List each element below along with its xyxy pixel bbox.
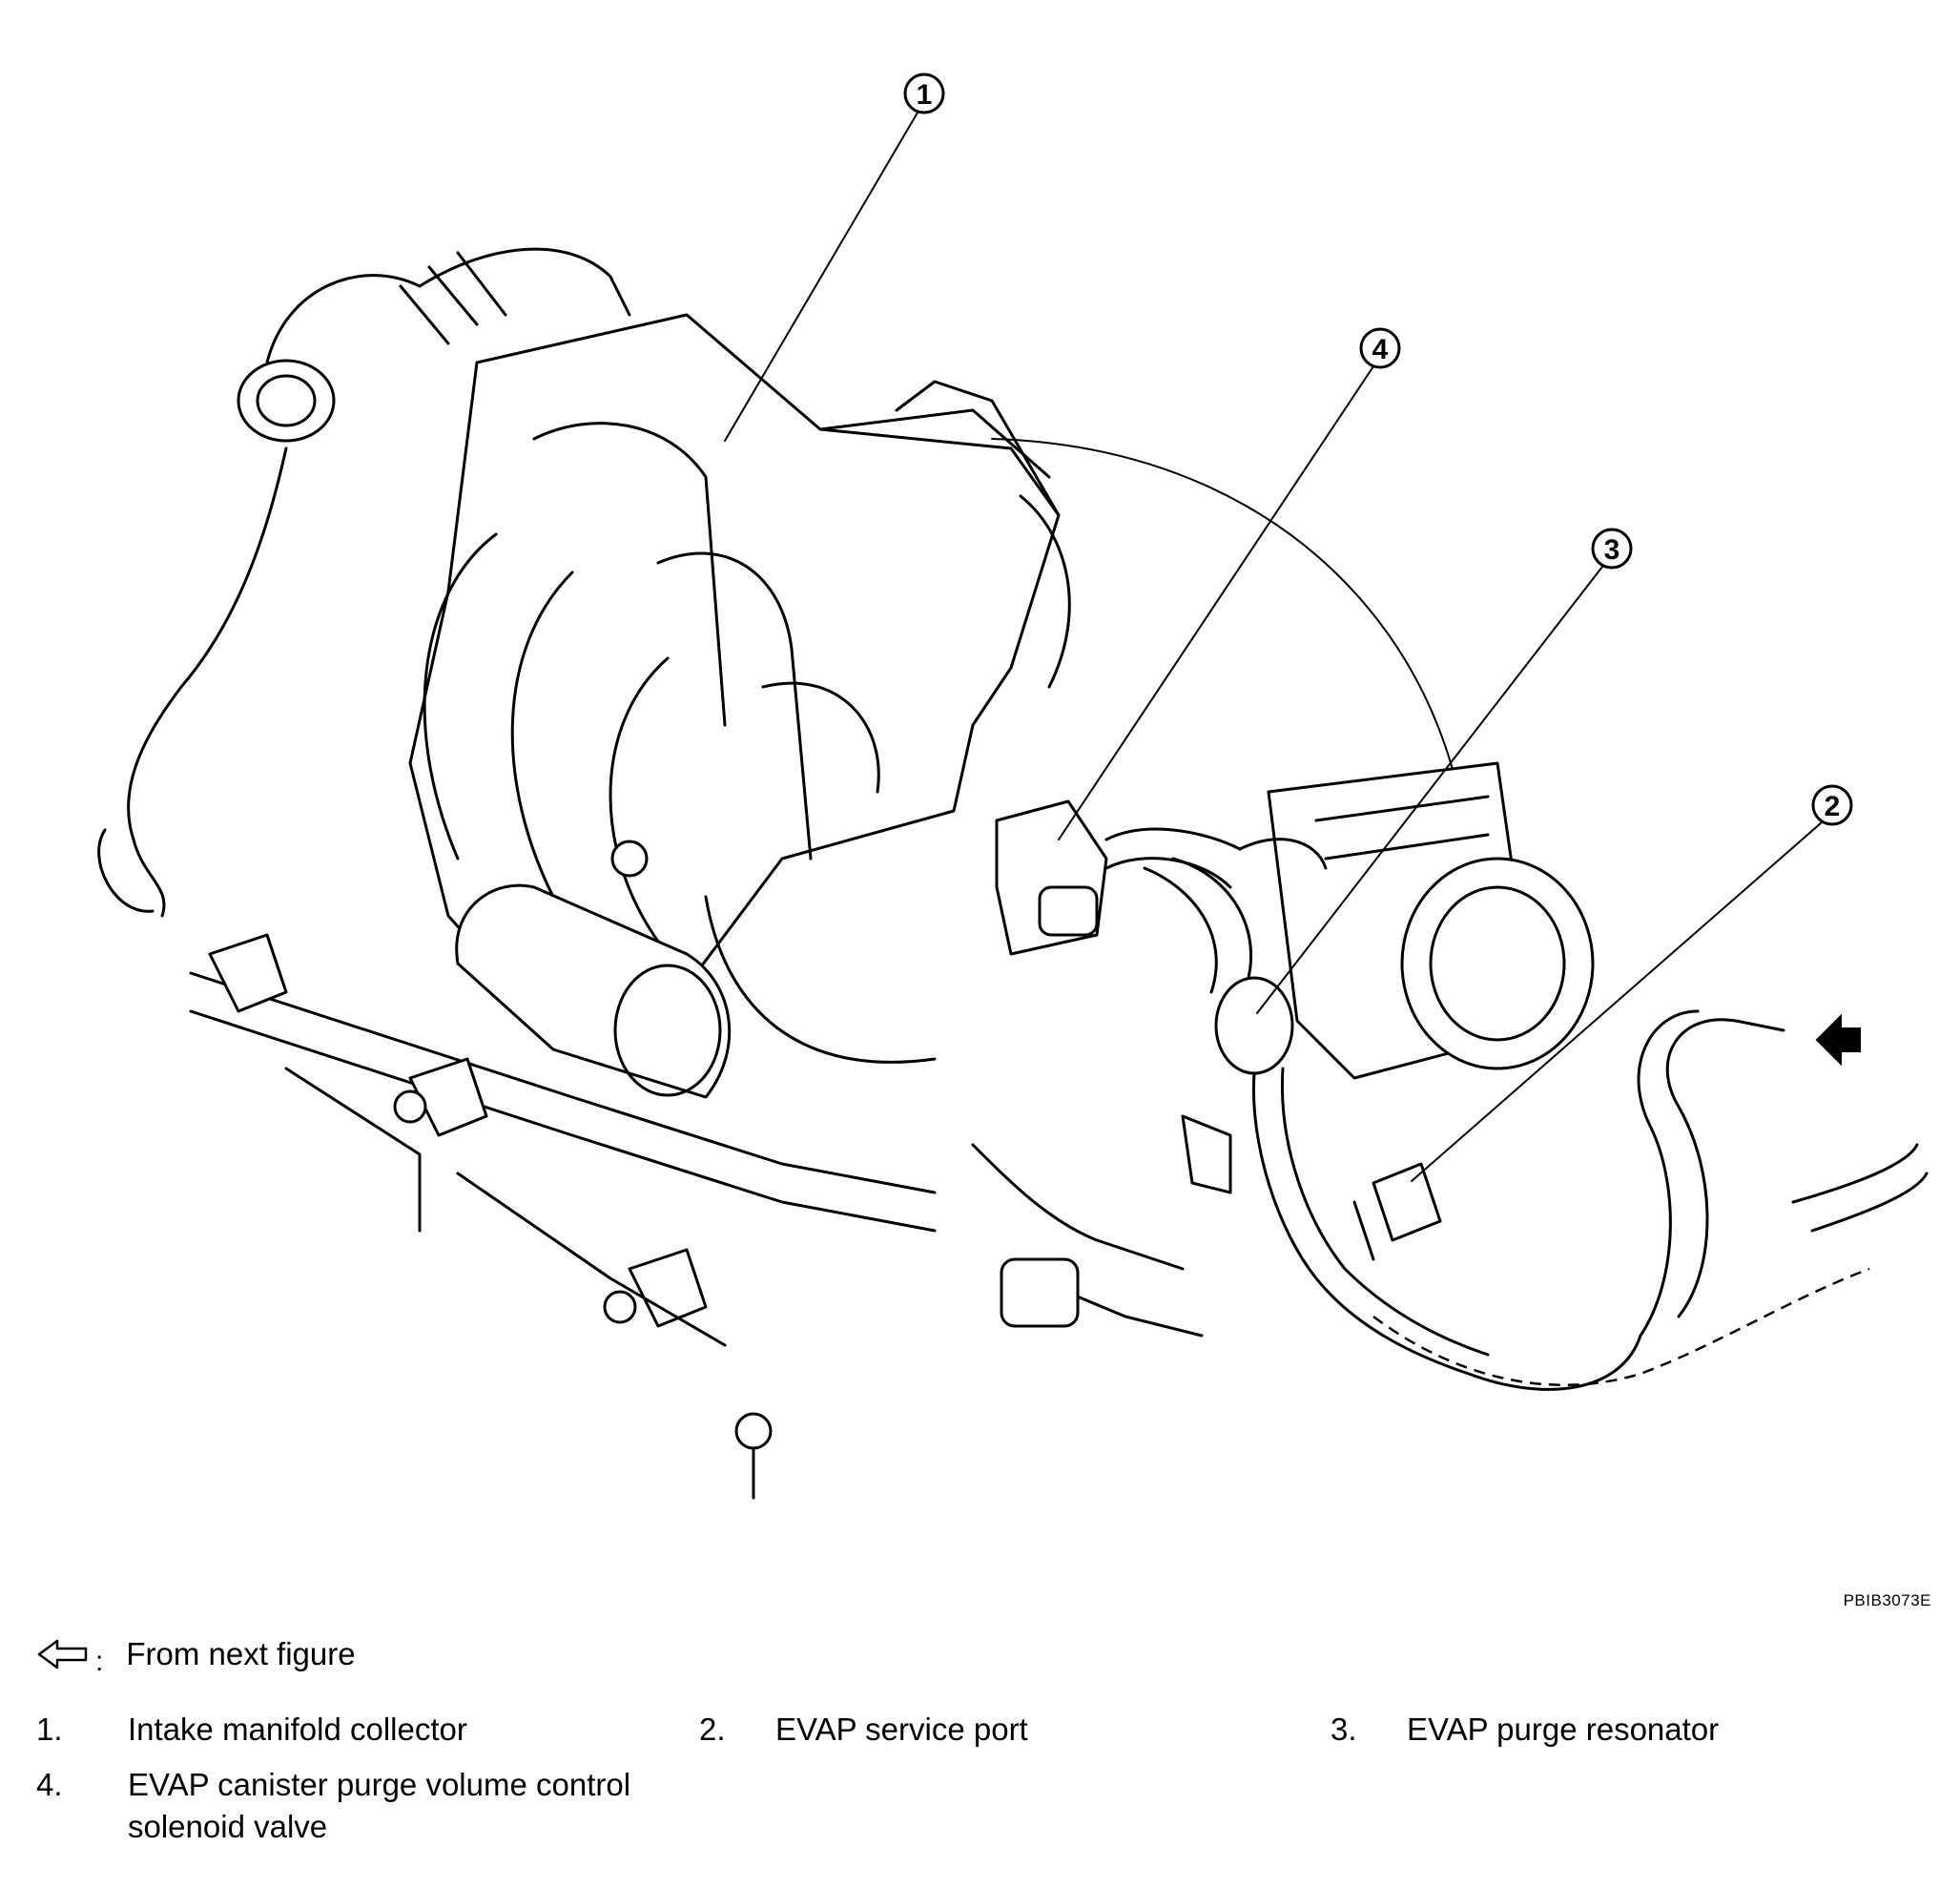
callout-4-label: 4 [1372,334,1389,365]
arrow-note-separator: : [95,1646,104,1677]
callout-4: 4 [1058,327,1401,840]
legend-item-4-number: 4. [36,1767,63,1802]
legend-item-4-label-line2: solenoid valve [128,1809,328,1844]
callout-2: 2 [1411,784,1853,1182]
fuel-rail-and-injectors [189,933,937,1500]
purge-hose-routing [1143,838,1929,1391]
arrow-note: : From next figure [36,1633,356,1677]
callout-1-label: 1 [917,79,933,111]
evap-purge-solenoid-valve [995,799,1242,956]
legend-item-3-label: EVAP purge resonator [1407,1712,1720,1747]
legend-item-4-label-line1: EVAP canister purge volume control [128,1767,631,1802]
callout-1: 1 [724,73,945,442]
evap-service-port [1352,1162,1442,1261]
legend-item-2-number: 2. [699,1712,726,1747]
callout-2-label: 2 [1825,791,1841,822]
purge-cylinder-center [455,840,732,1099]
engine-diagram: 1 4 3 2 [97,73,1929,1500]
air-duct-left [97,247,631,918]
legend: : From next figure 1. Intake manifold co… [0,1622,1960,1888]
legend-item-2-label: EVAP service port [775,1712,1028,1747]
lower-brackets [971,1114,1232,1338]
callout-3: 3 [1256,528,1633,1014]
electric-throttle-control-actuator [1267,761,1595,1080]
intake-manifold-collector [408,313,1071,1064]
callout-3-label: 3 [1604,534,1620,566]
arrow-note-text: From next figure [126,1636,356,1671]
legend-item-1-number: 1. [36,1712,63,1747]
legend-item-1-label: Intake manifold collector [128,1712,467,1747]
legend-item-3-number: 3. [1331,1712,1357,1747]
hollow-left-arrow-icon [36,1637,92,1671]
solid-left-arrow-icon [1815,1013,1861,1067]
figure-id: PBIB3073E [1843,1591,1931,1609]
